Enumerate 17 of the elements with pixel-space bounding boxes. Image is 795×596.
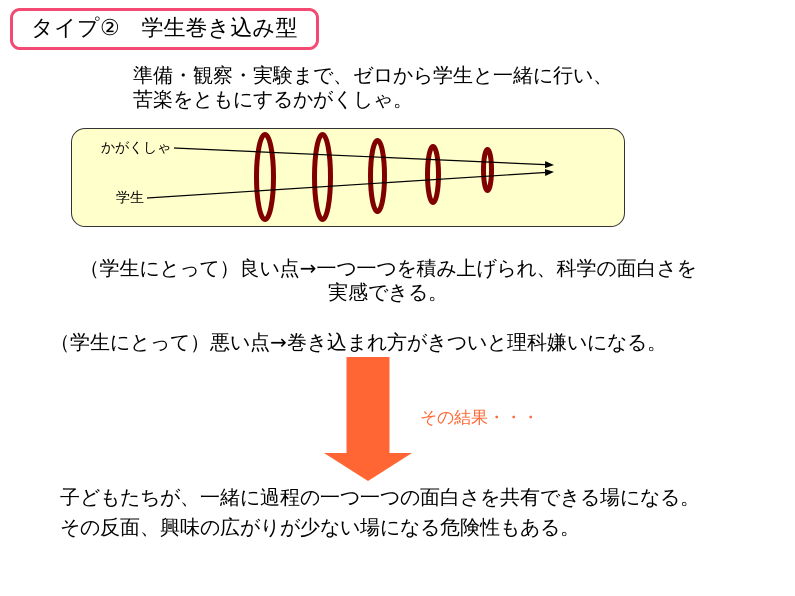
panel — [71, 128, 625, 227]
intro-text: 準備・観察・実験まで、ゼロから学生と一緒に行い、苦楽をともにするかがくしゃ。 — [133, 63, 614, 111]
block-arrow — [324, 357, 412, 481]
result-text: その反面、興味の広がりが少ない場になる危険性もある。 — [60, 514, 581, 541]
arrow — [174, 147, 554, 168]
point-text: （学生にとって）良い点→一つ一つを積み上げられ、科学の面白さを実感できる。 — [78, 256, 698, 304]
row-label: かがくしゃ — [101, 138, 171, 158]
row-label: 学生 — [116, 188, 144, 208]
arrow — [146, 169, 554, 199]
slide-title: タイプ② 学生巻き込み型 — [10, 8, 319, 50]
result-text: 子どもたちが、一緒に過程の一つ一つの面白さを共有できる場になる。 — [60, 484, 700, 511]
ring — [368, 138, 387, 214]
ring — [254, 132, 276, 222]
ring — [481, 147, 494, 193]
point-text: （学生にとって）悪い点→巻き込まれ方がきついと理科嫌いになる。 — [50, 329, 667, 355]
ring — [312, 132, 332, 222]
ring — [425, 144, 441, 205]
